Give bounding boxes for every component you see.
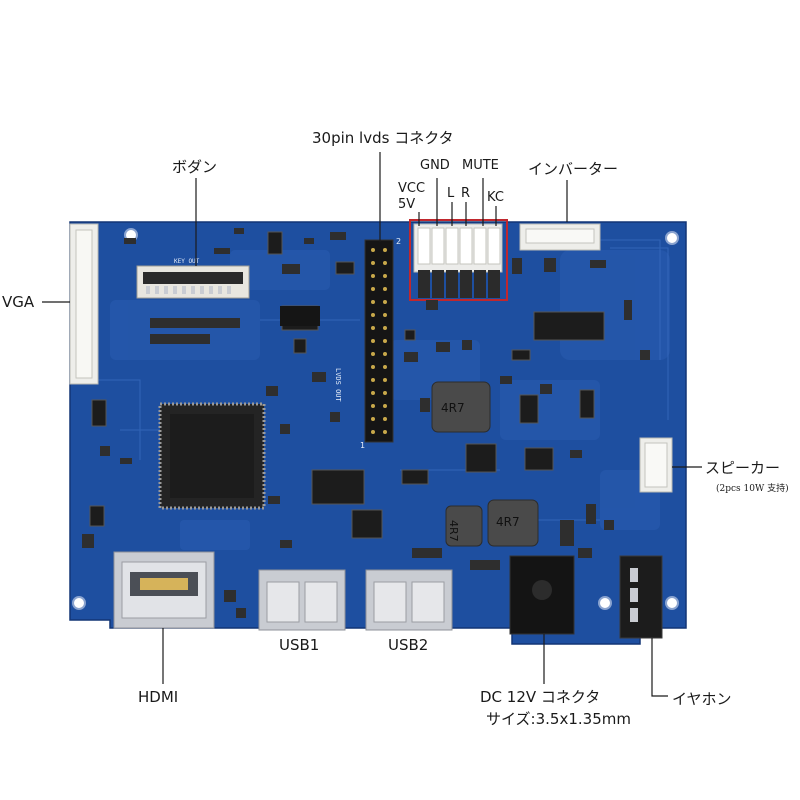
lvds-connector-label: 30pin lvds コネクタ (312, 129, 454, 147)
inductor-3-label: 4R7 (447, 520, 460, 542)
button-label: ボダン (172, 158, 218, 176)
audio-header (413, 223, 503, 298)
usb2-label: USB2 (388, 636, 429, 654)
inverter-connector (519, 223, 601, 251)
pcb-traces (110, 250, 670, 550)
audio-header-highlight (409, 219, 508, 301)
jumper-header (280, 306, 320, 326)
vga-connector (69, 223, 99, 385)
hdmi-port (113, 551, 215, 629)
usb2-port (365, 569, 453, 631)
dc-jack (509, 555, 575, 635)
key-out-silkscreen: KEY OUT (174, 258, 200, 265)
inductor-2-label: 4R7 (496, 515, 520, 529)
usb1-port (258, 569, 346, 631)
speaker-connector (639, 437, 673, 493)
secondary-chips (89, 231, 605, 539)
l-label: L (447, 186, 455, 201)
callout-lines (42, 152, 702, 697)
speaker-label: スピーカー (705, 459, 781, 477)
kc-label: KC (487, 190, 504, 205)
vcc-label: VCC (398, 181, 426, 196)
lvds-header (364, 239, 394, 443)
hdmi-label: HDMI (138, 688, 179, 706)
inductor-1-label: 4R7 (441, 401, 465, 415)
inductor-1 (431, 381, 491, 433)
dc-connector-label: DC 12V コネクタ (480, 688, 601, 706)
usb1-label: USB1 (279, 636, 320, 654)
inductor-2 (487, 499, 539, 547)
vga-label: VGA (2, 293, 35, 311)
button-connector (136, 265, 250, 299)
smd-components (82, 228, 650, 618)
5v-label: 5V (398, 197, 416, 212)
pin-2-silkscreen: 2 (396, 237, 401, 246)
inverter-label: インバーター (528, 160, 619, 178)
gnd-label: GND (420, 158, 450, 173)
r-label: R (461, 186, 471, 201)
earphone-jack (619, 555, 663, 639)
earphone-callout-line (651, 638, 668, 697)
earphone-label: イヤホン (672, 690, 732, 708)
inductor-3 (445, 505, 483, 547)
speaker-note: (2pcs 10W 支持) (716, 484, 789, 494)
pin-1-silkscreen: 1 (360, 441, 365, 450)
mute-label: MUTE (462, 158, 499, 173)
lvds-out-silkscreen: LVDS OUT (334, 368, 342, 403)
dc-size-label: サイズ:3.5x1.35mm (486, 710, 631, 728)
main-processor (158, 402, 266, 510)
